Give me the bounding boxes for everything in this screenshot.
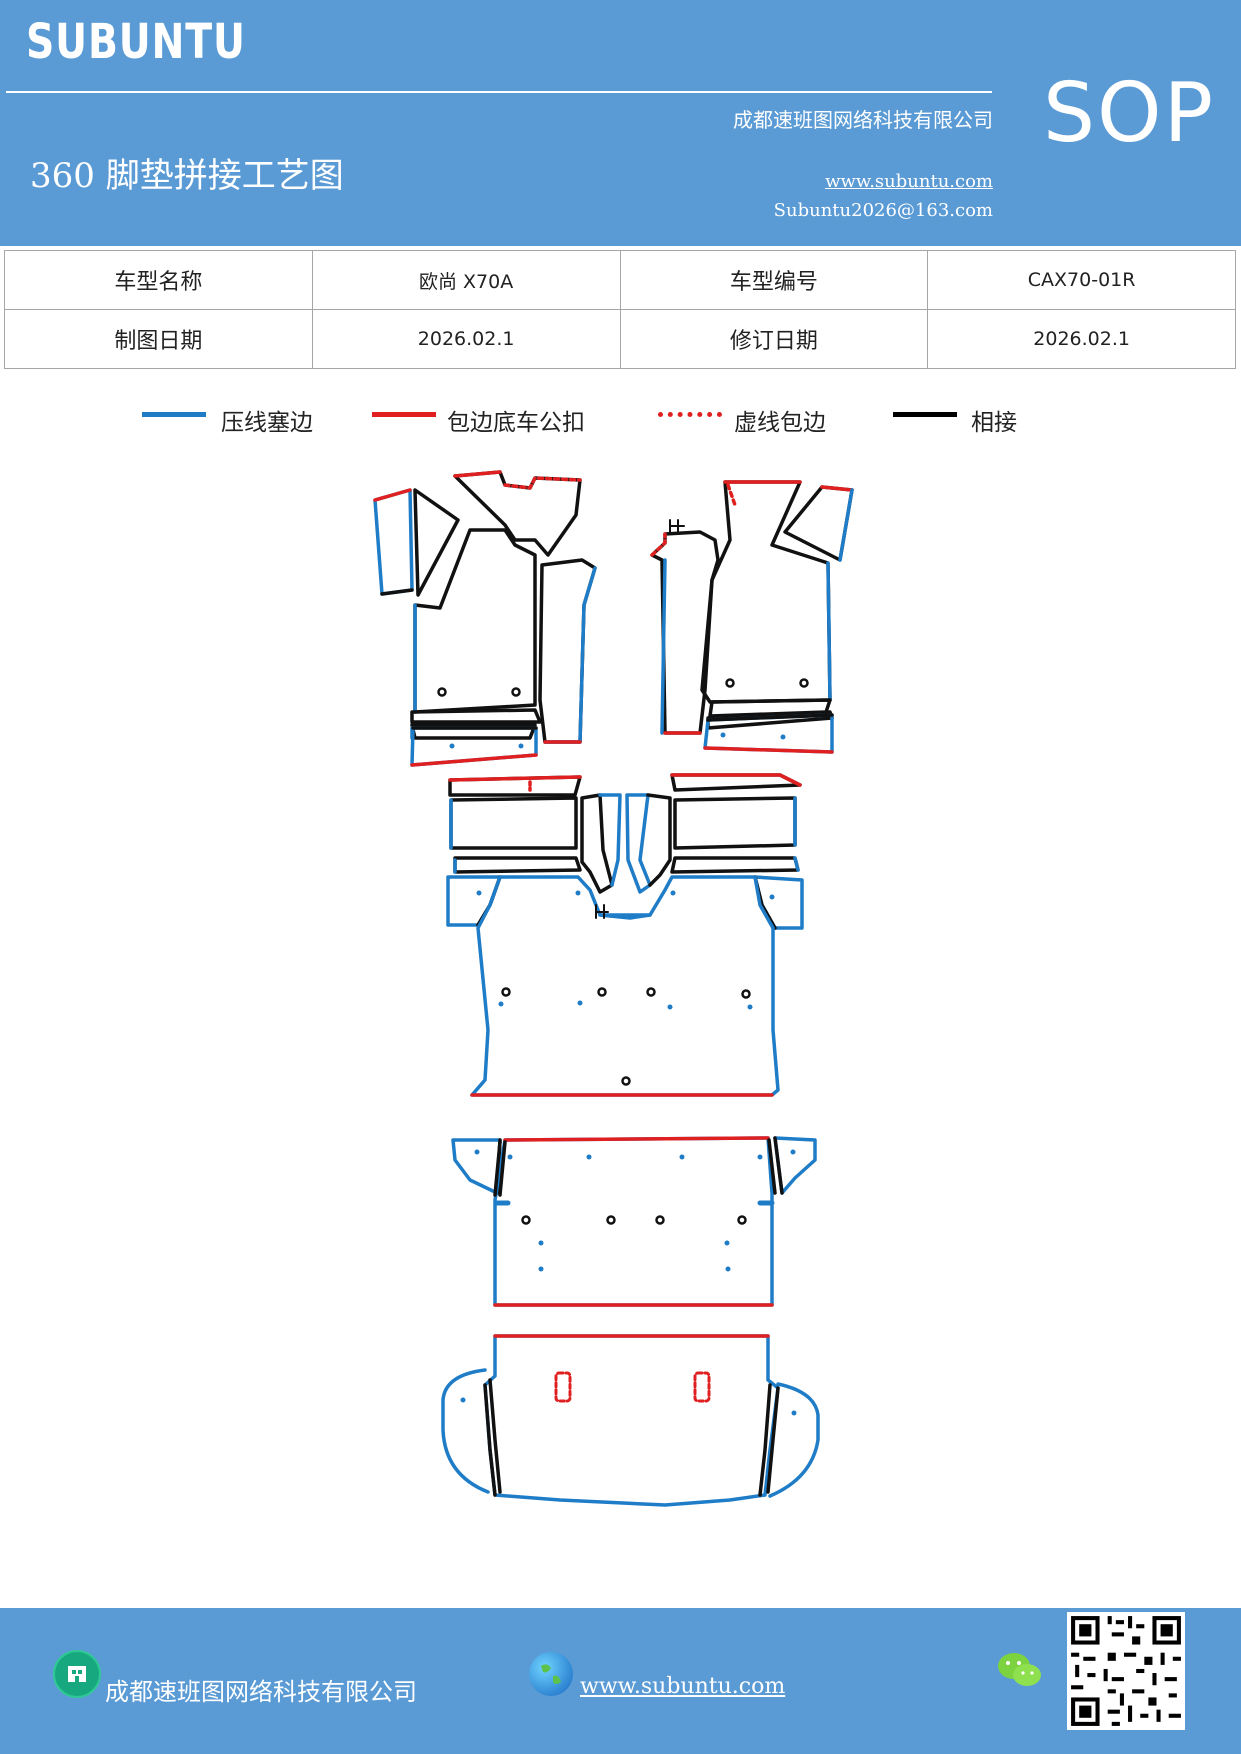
- footer-company-name: 成都速班图网络科技有限公司: [105, 1678, 417, 1706]
- front-left-mat: [373, 470, 597, 767]
- company-name: 成都速班图网络科技有限公司: [733, 108, 993, 132]
- header-divider: [6, 91, 992, 93]
- email-text: Subuntu2026@163.com: [773, 200, 993, 221]
- legend-swatch-black: [893, 412, 957, 417]
- legend-label: 相接: [971, 410, 1017, 436]
- table-row: 制图日期 2026.02.1 修订日期 2026.02.1: [4, 309, 1236, 369]
- legend-swatch-blue: [142, 412, 206, 417]
- legend-label: 虚线包边: [734, 410, 826, 436]
- draw-date-label: 制图日期: [4, 309, 313, 369]
- model-code-label: 车型编号: [619, 250, 929, 310]
- globe-icon: [529, 1652, 573, 1696]
- legend-swatch-red-dotted: [658, 412, 722, 417]
- trunk-mat: [441, 1334, 820, 1507]
- front-right-mat: [650, 480, 854, 754]
- wechat-icon[interactable]: [996, 1650, 1044, 1692]
- revise-date-label: 修订日期: [619, 309, 929, 369]
- header-banner: SUBUNTU 成都速班图网络科技有限公司 SOP 360 脚垫拼接工艺图 ww…: [0, 0, 1241, 246]
- sop-badge: SOP: [1043, 66, 1216, 161]
- draw-date-value: 2026.02.1: [311, 309, 621, 369]
- building-icon: [53, 1650, 101, 1698]
- footer-website-link[interactable]: www.subuntu.com: [580, 1674, 786, 1699]
- model-name-label: 车型名称: [4, 250, 313, 310]
- model-name-value: 欧尚 X70A: [311, 250, 621, 310]
- website-link[interactable]: www.subuntu.com: [825, 171, 993, 192]
- third-row-mat: [451, 1136, 817, 1307]
- legend-label: 包边底车公扣: [447, 410, 585, 436]
- vehicle-info-table: 车型名称 欧尚 X70A 车型编号 CAX70-01R 制图日期 2026.02…: [4, 250, 1236, 369]
- revise-date-value: 2026.02.1: [927, 309, 1236, 369]
- qr-code: [1067, 1612, 1185, 1730]
- table-row: 车型名称 欧尚 X70A 车型编号 CAX70-01R: [4, 250, 1236, 310]
- legend-label: 压线塞边: [221, 410, 313, 436]
- qr-code-pattern: [1067, 1612, 1185, 1730]
- brand-logo: SUBUNTU: [26, 14, 246, 70]
- legend-swatch-red: [372, 412, 436, 417]
- footer-banner: 成都速班图网络科技有限公司 www.subuntu.com: [0, 1608, 1241, 1754]
- second-row-mat: [446, 773, 804, 1097]
- model-code-value: CAX70-01R: [927, 250, 1236, 310]
- page-title: 360 脚垫拼接工艺图: [30, 156, 344, 196]
